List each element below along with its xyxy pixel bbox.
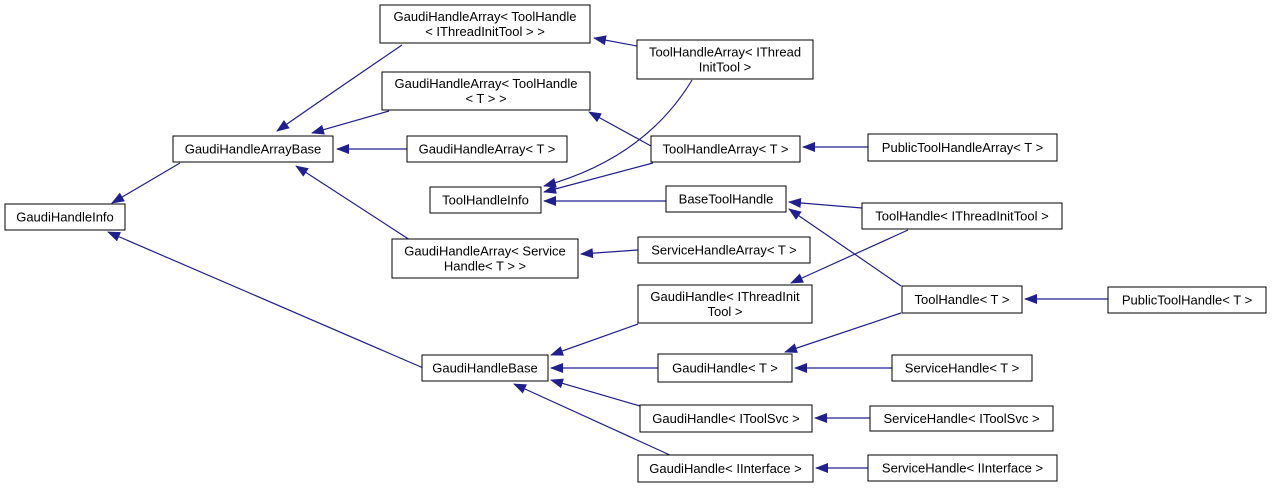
class-node-box-service-handle-iinterface[interactable]	[867, 454, 1058, 482]
inheritance-edge-gaudi-handle-array-base-to-gaudi-handle-info	[111, 162, 181, 204]
inheritance-edge-gha-tool-handle-t-to-gaudi-handle-array-base	[311, 110, 390, 135]
class-node-gaudi-handle-array-base[interactable]: GaudiHandleArrayBase	[172, 135, 334, 163]
class-node-label-tool-handle-info: ToolHandleInfo	[442, 193, 529, 208]
class-node-box-public-tool-handle-array-t[interactable]	[867, 133, 1058, 162]
class-node-box-tool-handle-t[interactable]	[901, 285, 1023, 314]
inheritance-edge-tool-handle-ithread-init-tool-to-gaudi-handle-ithread-init-tool	[790, 229, 909, 284]
inheritance-edge-service-handle-array-t-to-gha-service-handle-t	[580, 248, 639, 259]
class-node-label-gaudi-handle-base: GaudiHandleBase	[432, 361, 538, 376]
class-node-box-gaudi-handle-base[interactable]	[421, 354, 549, 382]
inheritance-edge-tool-handle-t-to-gaudi-handle-t	[784, 312, 902, 353]
inheritance-edge-gaudi-handle-ithread-init-tool-to-gaudi-handle-base	[550, 323, 639, 356]
class-node-box-gha-tool-handle-t[interactable]	[381, 71, 591, 111]
class-node-label-tool-handle-ithread-init-tool: ToolHandle< IThreadInitTool >	[875, 209, 1048, 224]
inheritance-edge-tool-handle-ithread-init-tool-to-base-tool-handle	[788, 197, 863, 209]
inheritance-edge-tool-handle-array-ithread-init-tool-to-tool-handle-info	[543, 79, 693, 188]
node-layer: GaudiHandleInfoGaudiHandleArrayBaseGaudi…	[4, 4, 1267, 483]
class-node-box-service-handle-array-t[interactable]	[637, 236, 811, 264]
class-node-tool-handle-info[interactable]: ToolHandleInfo	[429, 186, 542, 214]
class-node-label-base-tool-handle: BaseToolHandle	[679, 192, 774, 207]
class-node-label-service-handle-array-t: ServiceHandleArray< T >	[651, 243, 796, 258]
class-node-box-service-handle-itool-svc[interactable]	[869, 405, 1054, 432]
class-node-gaudi-handle-array-t[interactable]: GaudiHandleArray< T >	[406, 135, 568, 163]
inheritance-edge-tool-handle-t-to-base-tool-handle	[788, 208, 902, 287]
edge-layer	[107, 35, 1108, 473]
class-node-box-tool-handle-array-ithread-init-tool[interactable]	[636, 39, 814, 80]
inheritance-edge-gaudi-handle-iinterface-to-gaudi-handle-base	[513, 383, 673, 457]
class-node-base-tool-handle[interactable]: BaseToolHandle	[665, 185, 787, 213]
inheritance-edge-gha-tool-handle-ithread-init-tool-to-gaudi-handle-array-base	[276, 44, 403, 132]
class-node-gaudi-handle-base[interactable]: GaudiHandleBase	[421, 354, 549, 382]
class-node-label-gaudi-handle-t: GaudiHandle< T >	[672, 361, 778, 376]
class-node-gaudi-handle-iinterface[interactable]: GaudiHandle< IInterface >	[637, 454, 814, 483]
class-node-tool-handle-t[interactable]: ToolHandle< T >	[901, 285, 1023, 314]
class-node-box-gaudi-handle-t[interactable]	[657, 353, 793, 383]
inheritance-edge-tool-handle-array-t-to-tool-handle-info	[543, 162, 654, 194]
class-node-label-gaudi-handle-array-t: GaudiHandleArray< T >	[419, 142, 556, 157]
class-node-tool-handle-ithread-init-tool[interactable]: ToolHandle< IThreadInitTool >	[861, 202, 1063, 230]
inheritance-edge-tool-handle-array-ithread-init-tool-to-gha-tool-handle-ithread-init-tool	[593, 35, 638, 47]
class-node-box-service-handle-t[interactable]	[891, 354, 1033, 382]
class-node-label-gha-tool-handle-ithread-init-tool: GaudiHandleArray< ToolHandle< IThreadIni…	[394, 9, 577, 39]
inheritance-edge-gaudi-handle-base-to-gaudi-handle-info	[107, 231, 429, 371]
class-node-label-tool-handle-t: ToolHandle< T >	[915, 292, 1010, 307]
class-node-public-tool-handle-t[interactable]: PublicToolHandle< T >	[1107, 286, 1267, 314]
class-node-service-handle-itool-svc[interactable]: ServiceHandle< IToolSvc >	[869, 405, 1054, 432]
class-node-box-gaudi-handle-array-base[interactable]	[172, 135, 334, 163]
class-node-label-gaudi-handle-array-base: GaudiHandleArrayBase	[185, 142, 322, 157]
class-node-label-service-handle-t: ServiceHandle< T >	[905, 361, 1019, 376]
class-node-box-tool-handle-info[interactable]	[429, 186, 542, 214]
class-node-gaudi-handle-t[interactable]: GaudiHandle< T >	[657, 353, 793, 383]
class-node-label-gaudi-handle-itool-svc: GaudiHandle< IToolSvc >	[652, 411, 799, 426]
class-node-service-handle-iinterface[interactable]: ServiceHandle< IInterface >	[867, 454, 1058, 482]
class-node-label-gaudi-handle-info: GaudiHandleInfo	[16, 210, 114, 225]
inheritance-edge-gha-service-handle-t-to-gaudi-handle-array-base	[295, 165, 411, 241]
class-node-service-handle-array-t[interactable]: ServiceHandleArray< T >	[637, 236, 811, 264]
class-node-label-public-tool-handle-array-t: PublicToolHandleArray< T >	[882, 140, 1043, 155]
class-node-service-handle-t[interactable]: ServiceHandle< T >	[891, 354, 1033, 382]
class-node-box-gha-tool-handle-ithread-init-tool[interactable]	[379, 4, 591, 44]
class-node-gha-tool-handle-ithread-init-tool[interactable]: GaudiHandleArray< ToolHandle< IThreadIni…	[379, 4, 591, 44]
class-node-label-public-tool-handle-t: PublicToolHandle< T >	[1122, 293, 1252, 308]
class-node-box-tool-handle-ithread-init-tool[interactable]	[861, 202, 1063, 230]
class-node-box-gha-service-handle-t[interactable]	[391, 238, 579, 279]
class-node-label-gaudi-handle-iinterface: GaudiHandle< IInterface >	[649, 461, 802, 476]
class-node-box-public-tool-handle-t[interactable]	[1107, 286, 1267, 314]
class-node-gaudi-handle-info[interactable]: GaudiHandleInfo	[4, 203, 126, 231]
class-node-label-service-handle-iinterface: ServiceHandle< IInterface >	[882, 461, 1043, 476]
class-node-gha-tool-handle-t[interactable]: GaudiHandleArray< ToolHandle< T > >	[381, 71, 591, 111]
class-node-label-tool-handle-array-t: ToolHandleArray< T >	[663, 142, 789, 157]
class-node-box-gaudi-handle-ithread-init-tool[interactable]	[637, 284, 813, 324]
class-node-gaudi-handle-itool-svc[interactable]: GaudiHandle< IToolSvc >	[639, 404, 813, 433]
class-node-label-gha-tool-handle-t: GaudiHandleArray< ToolHandle< T > >	[395, 76, 578, 106]
class-node-box-tool-handle-array-t[interactable]	[650, 135, 801, 163]
inheritance-edge-gaudi-handle-itool-svc-to-gaudi-handle-base	[550, 378, 641, 407]
class-node-box-gaudi-handle-info[interactable]	[4, 203, 126, 231]
class-node-box-gaudi-handle-iinterface[interactable]	[637, 454, 814, 483]
inheritance-edge-tool-handle-array-t-to-gha-tool-handle-t	[588, 111, 652, 147]
class-node-public-tool-handle-array-t[interactable]: PublicToolHandleArray< T >	[867, 133, 1058, 162]
class-node-label-service-handle-itool-svc: ServiceHandle< IToolSvc >	[883, 411, 1039, 426]
class-node-box-gaudi-handle-array-t[interactable]	[406, 135, 568, 163]
class-node-box-base-tool-handle[interactable]	[665, 185, 787, 213]
class-node-box-gaudi-handle-itool-svc[interactable]	[639, 404, 813, 433]
class-node-tool-handle-array-t[interactable]: ToolHandleArray< T >	[650, 135, 801, 163]
